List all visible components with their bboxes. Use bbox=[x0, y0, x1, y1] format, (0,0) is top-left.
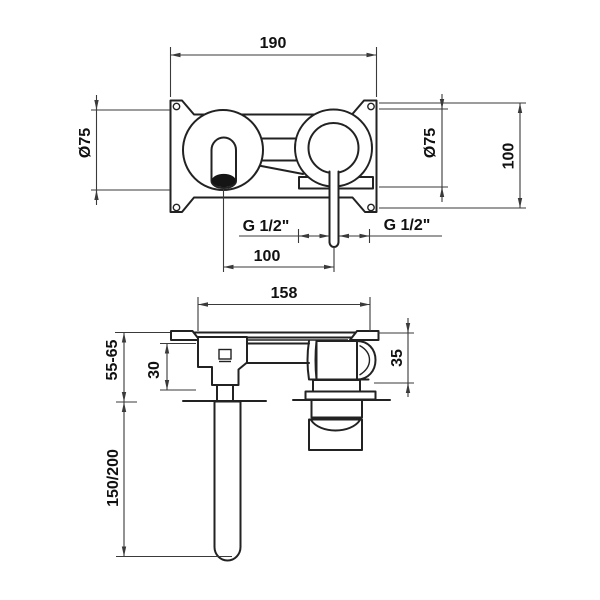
dim-center-spacing: 100 bbox=[222, 189, 335, 272]
lever-base bbox=[310, 399, 363, 419]
dim-label-wall-depth: 55-65 bbox=[104, 339, 121, 380]
front-view: 190 Ø75 Ø75 100 G 1/2 bbox=[77, 35, 526, 272]
lever-knob bbox=[308, 418, 363, 451]
spout-stub bbox=[216, 384, 234, 403]
lever-handle-side bbox=[308, 399, 363, 451]
dim-label-thread-right: G 1/2" bbox=[384, 217, 431, 234]
dim-dia-left: Ø75 bbox=[77, 95, 170, 205]
set-screw-detail bbox=[218, 348, 232, 363]
dim-label-plate-height: 100 bbox=[501, 143, 518, 170]
dim-label-dia-left: Ø75 bbox=[77, 128, 94, 158]
dim-inset: 30 bbox=[146, 342, 196, 391]
side-view: 158 55-65 30 35 150/2 bbox=[104, 285, 414, 562]
screw-hole bbox=[172, 102, 181, 111]
handle-lever bbox=[328, 166, 340, 248]
dim-handle-height: 35 bbox=[374, 318, 414, 397]
dim-label-dia-right: Ø75 bbox=[422, 128, 439, 158]
dim-label-body-width: 158 bbox=[271, 285, 298, 302]
dim-label-spout-projection: 150/200 bbox=[105, 449, 122, 507]
dim-label-inset: 30 bbox=[146, 361, 163, 379]
dim-dia-right: Ø75 bbox=[379, 94, 448, 202]
screw-hole bbox=[367, 203, 375, 212]
dim-label-center-spacing: 100 bbox=[254, 248, 281, 265]
handle-escutcheon-inner bbox=[307, 122, 360, 174]
dim-label-plate-width: 190 bbox=[260, 35, 287, 52]
dim-thread-left: G 1/2" bbox=[239, 218, 330, 243]
dim-thread-right: G 1/2" bbox=[339, 217, 442, 243]
cartridge-body bbox=[304, 340, 377, 401]
spout-outlet bbox=[211, 173, 236, 188]
dim-label-thread-left: G 1/2" bbox=[243, 218, 290, 235]
wall-flange bbox=[304, 390, 377, 401]
cartridge-cap bbox=[356, 340, 377, 381]
dim-plate-width: 190 bbox=[169, 35, 378, 97]
cartridge-neck bbox=[312, 379, 361, 393]
dim-wall-depth: 55-65 bbox=[104, 331, 170, 403]
dim-body-width: 158 bbox=[197, 285, 371, 331]
screw-hole bbox=[172, 203, 181, 212]
connector-pipe bbox=[246, 342, 310, 364]
dim-spout-projection: 150/200 bbox=[105, 402, 232, 558]
dim-plate-height: 100 bbox=[379, 102, 526, 209]
dim-label-handle-height: 35 bbox=[389, 349, 406, 367]
spout-pipe bbox=[213, 400, 242, 562]
screw-hole bbox=[367, 102, 375, 111]
